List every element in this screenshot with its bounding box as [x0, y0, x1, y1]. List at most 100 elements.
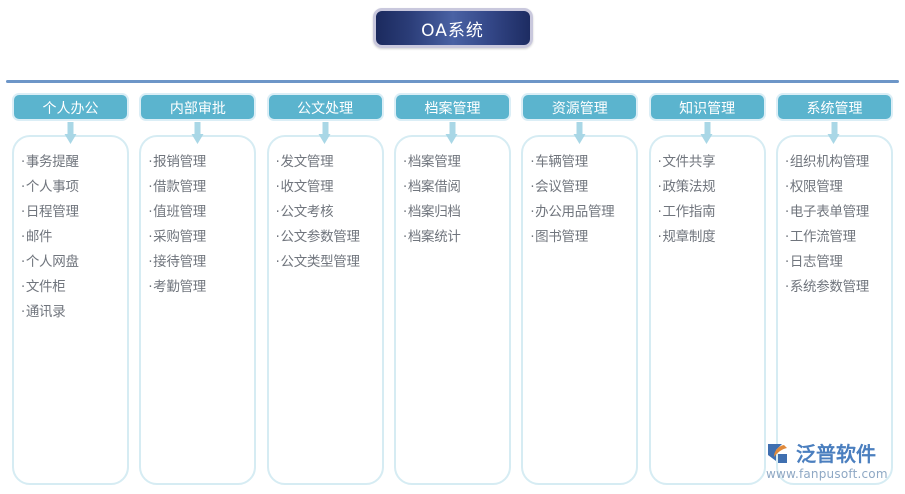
- arrow-down-icon: [318, 122, 332, 144]
- list-item-label: 车辆管理: [535, 154, 588, 170]
- bullet-icon: ·: [784, 155, 789, 170]
- list-item[interactable]: ·档案管理: [403, 150, 509, 175]
- list-item[interactable]: ·文件共享: [658, 150, 764, 175]
- list-item[interactable]: ·考勤管理: [148, 275, 254, 300]
- column-item-list: ·发文管理·收文管理·公文考核·公文参数管理·公文类型管理: [269, 150, 382, 275]
- diagram-title: OA系统: [372, 8, 533, 48]
- bullet-icon: ·: [784, 205, 789, 220]
- list-item[interactable]: ·办公用品管理: [530, 200, 636, 225]
- list-item[interactable]: ·组织机构管理: [785, 150, 891, 175]
- list-item-label: 档案管理: [407, 154, 461, 170]
- list-item[interactable]: ·档案借阅: [403, 175, 509, 200]
- bullet-icon: ·: [148, 155, 153, 170]
- list-item[interactable]: ·文件柜: [21, 275, 127, 300]
- list-item[interactable]: ·档案统计: [403, 225, 509, 250]
- list-item[interactable]: ·日程管理: [21, 200, 127, 225]
- list-item-label: 电子表单管理: [789, 204, 870, 220]
- list-item[interactable]: ·权限管理: [785, 175, 891, 200]
- column-item-list: ·档案管理·档案借阅·档案归档·档案统计: [396, 150, 509, 250]
- bullet-icon: ·: [275, 155, 280, 170]
- list-item[interactable]: ·接待管理: [148, 250, 254, 275]
- column-panel-6: ·文件共享·政策法规·工作指南·规章制度: [648, 135, 766, 485]
- bullet-icon: ·: [784, 280, 789, 295]
- bullet-icon: ·: [402, 230, 407, 245]
- list-item[interactable]: ·日志管理: [785, 250, 891, 275]
- list-item-label: 收文管理: [280, 179, 334, 195]
- list-item[interactable]: ·借款管理: [148, 175, 254, 200]
- list-item[interactable]: ·系统参数管理: [785, 275, 891, 300]
- list-item[interactable]: ·个人网盘: [21, 250, 127, 275]
- list-item[interactable]: ·公文考核: [276, 200, 382, 225]
- column-header-2[interactable]: 内部审批: [139, 93, 257, 121]
- list-item-label: 办公用品管理: [535, 204, 615, 220]
- list-item-label: 政策法规: [662, 179, 716, 195]
- list-item[interactable]: ·事务提醒: [21, 150, 127, 175]
- list-item[interactable]: ·邮件: [21, 225, 127, 250]
- list-item-label: 规章制度: [662, 229, 716, 245]
- bullet-icon: ·: [402, 155, 407, 170]
- bullet-icon: ·: [657, 205, 662, 220]
- bullet-icon: ·: [402, 205, 407, 220]
- list-item-label: 考勤管理: [153, 279, 206, 295]
- list-item-label: 个人事项: [25, 179, 79, 195]
- bullet-icon: ·: [657, 230, 662, 245]
- bullet-icon: ·: [21, 255, 25, 270]
- list-item-label: 接待管理: [153, 254, 206, 270]
- list-item[interactable]: ·工作流管理: [785, 225, 891, 250]
- column-item-list: ·报销管理·借款管理·值班管理·采购管理·接待管理·考勤管理: [141, 150, 254, 300]
- list-item[interactable]: ·规章制度: [658, 225, 764, 250]
- column-header-1[interactable]: 个人办公: [12, 93, 129, 121]
- list-item[interactable]: ·车辆管理: [530, 150, 636, 175]
- bullet-icon: ·: [784, 255, 789, 270]
- column-item-list: ·文件共享·政策法规·工作指南·规章制度: [651, 150, 764, 250]
- list-item[interactable]: ·会议管理: [530, 175, 636, 200]
- bullet-icon: ·: [402, 180, 407, 195]
- list-item[interactable]: ·公文参数管理: [276, 225, 382, 250]
- arrow-down-icon: [445, 122, 459, 144]
- list-item[interactable]: ·图书管理: [530, 225, 636, 250]
- list-item[interactable]: ·档案归档: [403, 200, 509, 225]
- list-item[interactable]: ·个人事项: [21, 175, 127, 200]
- arrow-down-icon: [573, 122, 586, 144]
- list-item[interactable]: ·发文管理: [276, 150, 382, 175]
- list-item[interactable]: ·通讯录: [21, 300, 127, 325]
- list-item-label: 文件柜: [25, 279, 66, 295]
- column-header-3[interactable]: 公文处理: [266, 93, 384, 121]
- list-item[interactable]: ·收文管理: [276, 175, 382, 200]
- list-item-label: 系统参数管理: [789, 279, 870, 295]
- list-item-label: 日志管理: [789, 254, 843, 270]
- list-item-label: 图书管理: [535, 229, 588, 245]
- column-header-6[interactable]: 知识管理: [648, 93, 766, 121]
- company-logo: 泛普软件 www.fanpusoft.com: [765, 440, 897, 486]
- bullet-icon: ·: [275, 230, 280, 245]
- fanpu-logo-icon: [765, 441, 793, 467]
- column-7: 系统管理·组织机构管理·权限管理·电子表单管理·工作流管理·日志管理·系统参数管…: [775, 93, 893, 493]
- list-item-label: 工作流管理: [789, 229, 856, 245]
- bullet-icon: ·: [148, 205, 153, 220]
- column-panel-7: ·组织机构管理·权限管理·电子表单管理·工作流管理·日志管理·系统参数管理: [775, 135, 893, 485]
- list-item[interactable]: ·电子表单管理: [785, 200, 891, 225]
- column-header-7[interactable]: 系统管理: [775, 93, 893, 121]
- bullet-icon: ·: [275, 255, 280, 270]
- list-item[interactable]: ·值班管理: [148, 200, 254, 225]
- bullet-icon: ·: [275, 180, 280, 195]
- column-header-4[interactable]: 档案管理: [393, 93, 511, 121]
- column-container: 个人办公·事务提醒·个人事项·日程管理·邮件·个人网盘·文件柜·通讯录内部审批·…: [0, 93, 905, 493]
- bullet-icon: ·: [148, 255, 153, 270]
- horizontal-divider: [6, 80, 899, 83]
- list-item[interactable]: ·报销管理: [148, 150, 254, 175]
- list-item-label: 采购管理: [153, 229, 206, 245]
- column-panel-3: ·发文管理·收文管理·公文考核·公文参数管理·公文类型管理: [266, 135, 384, 485]
- list-item-label: 组织机构管理: [789, 154, 870, 170]
- bullet-icon: ·: [21, 155, 25, 170]
- bullet-icon: ·: [21, 280, 25, 295]
- list-item[interactable]: ·公文类型管理: [276, 250, 382, 275]
- column-item-list: ·组织机构管理·权限管理·电子表单管理·工作流管理·日志管理·系统参数管理: [778, 150, 891, 300]
- column-header-5[interactable]: 资源管理: [521, 93, 639, 121]
- arrow-down-icon: [191, 122, 204, 144]
- list-item[interactable]: ·采购管理: [148, 225, 254, 250]
- list-item-label: 档案归档: [407, 204, 461, 220]
- list-item[interactable]: ·工作指南: [658, 200, 764, 225]
- list-item-label: 文件共享: [662, 154, 716, 170]
- list-item[interactable]: ·政策法规: [658, 175, 764, 200]
